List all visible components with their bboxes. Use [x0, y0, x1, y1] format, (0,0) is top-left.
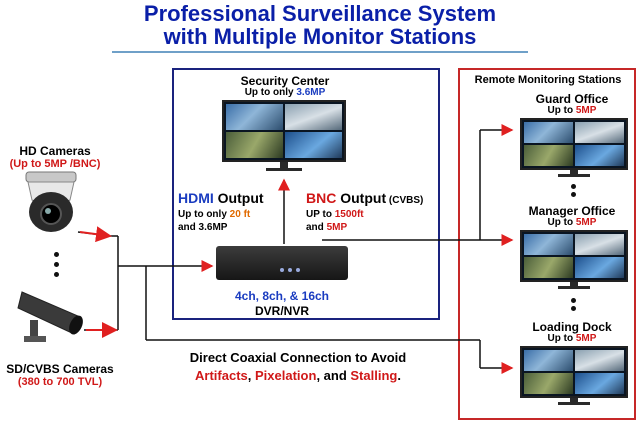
camera-feed-tile	[524, 373, 573, 394]
camera-feed-tile	[575, 145, 624, 166]
guard-office-sub: Up to 5MP	[547, 105, 597, 116]
monitor-base	[558, 174, 590, 177]
manager-office-sub: Up to 5MP	[547, 217, 597, 228]
security-center-monitor	[222, 100, 346, 162]
hdmi-output-label: HDMI Output	[178, 190, 264, 206]
sd-cameras-sub: (380 to 700 TVL)	[17, 376, 103, 388]
ellipsis-dot	[571, 192, 576, 197]
guard-office-monitor	[520, 118, 628, 170]
bnc-line1: UP to 1500ft	[306, 209, 364, 220]
ellipsis-dot	[54, 252, 59, 257]
dvr-name: DVR/NVR	[254, 304, 309, 318]
dvr-device	[216, 246, 348, 280]
hdmi-line2: and 3.6MP	[178, 222, 228, 233]
sd-bullet-camera	[16, 286, 88, 344]
led-icon	[288, 268, 292, 272]
dvr-channels: 4ch, 8ch, & 16ch	[234, 289, 330, 303]
hd-camera-arrow	[79, 226, 112, 243]
camera-feed-tile	[524, 350, 573, 371]
ellipsis-dot	[571, 306, 576, 311]
title-underline	[112, 51, 528, 53]
title-line-1: Professional Surveillance System	[143, 1, 497, 26]
remote-stations-box	[458, 68, 636, 420]
title-line-2: with Multiple Monitor Stations	[163, 24, 477, 49]
monitor-stand	[570, 398, 578, 402]
bnc-line2: and 5MP	[306, 222, 348, 233]
loading-dock-title: Loading Dock	[532, 320, 612, 334]
dvr-section-box	[172, 68, 440, 320]
camera-feed-tile	[575, 350, 624, 371]
ellipsis-dot	[54, 272, 59, 277]
camera-feed-tile	[524, 122, 573, 143]
camera-feed-tile	[575, 234, 624, 255]
camera-feed-tile	[524, 257, 573, 278]
camera-feed-tile	[226, 104, 283, 130]
led-icon	[296, 268, 300, 272]
coax-caption-line2: Artifacts, Pixelation, and Stalling.	[195, 368, 401, 383]
manager-office-monitor	[520, 230, 628, 282]
security-center-sub: Up to only 3.6MP	[244, 87, 326, 98]
led-icon	[280, 268, 284, 272]
sd-cameras-title: SD/CVBS Cameras	[6, 362, 114, 376]
ellipsis-dot	[571, 298, 576, 303]
ellipsis-dot	[571, 184, 576, 189]
hd-cameras-title: HD Cameras	[19, 144, 91, 158]
monitor-stand	[280, 162, 288, 168]
camera-feed-tile	[524, 145, 573, 166]
ellipsis-dot	[54, 262, 59, 267]
monitor-base	[266, 168, 302, 171]
remote-stations-header: Remote Monitoring Stations	[474, 74, 622, 86]
manager-office-title: Manager Office	[528, 204, 616, 218]
monitor-base	[558, 402, 590, 405]
camera-feed-tile	[575, 257, 624, 278]
guard-office-title: Guard Office	[535, 92, 609, 106]
loading-dock-monitor	[520, 346, 628, 398]
loading-dock-sub: Up to 5MP	[547, 333, 597, 344]
hd-cameras-sub: (Up to 5MP /BNC)	[9, 158, 101, 170]
hdmi-line1: Up to only 20 ft	[178, 209, 251, 220]
monitor-stand	[570, 170, 578, 174]
monitor-stand	[570, 282, 578, 286]
camera-feed-tile	[285, 104, 342, 130]
security-center-title: Security Center	[240, 74, 330, 88]
monitor-base	[558, 286, 590, 289]
camera-feed-tile	[575, 373, 624, 394]
camera-feed-tile	[226, 132, 283, 158]
camera-feed-tile	[285, 132, 342, 158]
bnc-output-label: BNC Output (CVBS)	[306, 190, 424, 206]
camera-feed-tile	[575, 122, 624, 143]
hd-dome-camera	[22, 170, 80, 240]
camera-feed-tile	[524, 234, 573, 255]
coax-caption-line1: Direct Coaxial Connection to Avoid	[189, 350, 407, 365]
